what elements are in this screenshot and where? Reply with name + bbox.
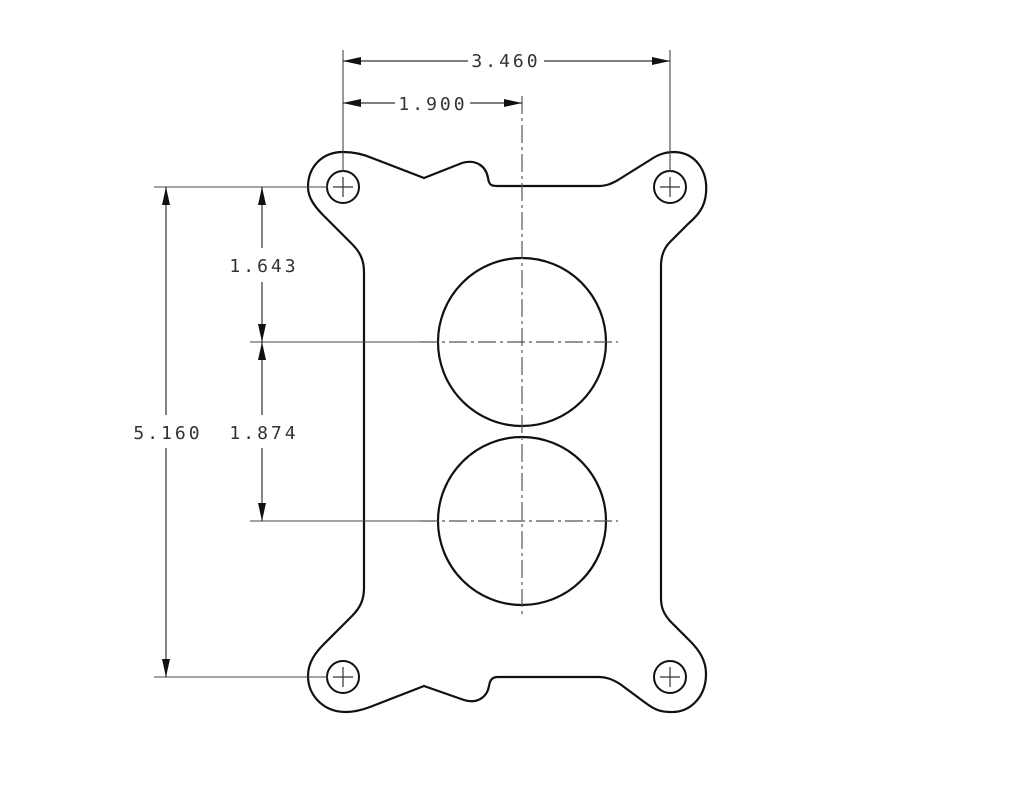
dimension-hole-to-first-bore: 1.643 xyxy=(229,187,298,342)
dim-label-hole-to-centerline: 1.900 xyxy=(398,94,467,115)
dimension-bore-spacing: 1.874 xyxy=(229,342,298,521)
gasket-outline xyxy=(306,150,708,714)
dimension-hole-to-centerline: 1.900 xyxy=(343,94,522,115)
bolt-hole-top-left xyxy=(326,170,360,204)
dim-label-hole-to-first-bore: 1.643 xyxy=(229,256,298,277)
dimension-overall-height: 5.160 xyxy=(133,187,202,677)
bolt-hole-bottom-left xyxy=(326,660,360,694)
dim-label-overall-height: 5.160 xyxy=(133,423,202,444)
dim-label-bore-spacing: 1.874 xyxy=(229,423,298,444)
dimension-overall-width: 3.460 xyxy=(343,51,670,72)
dim-label-overall-width: 3.460 xyxy=(471,51,540,72)
bolt-hole-bottom-right xyxy=(653,660,687,694)
bolt-hole-top-right xyxy=(653,170,687,204)
